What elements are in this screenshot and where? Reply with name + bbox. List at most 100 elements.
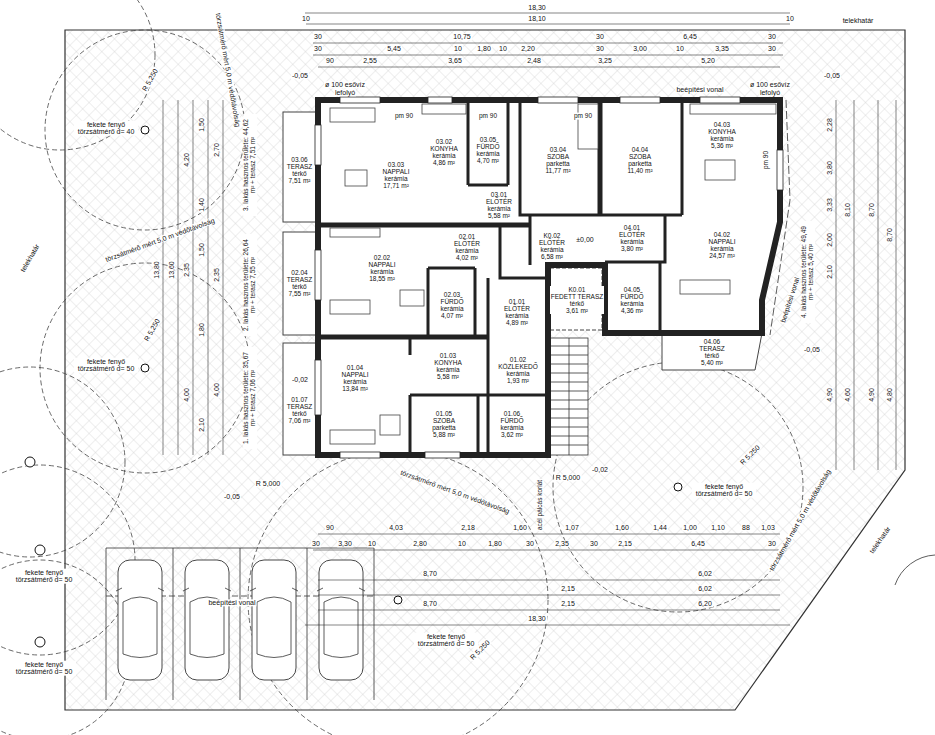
staircase — [550, 338, 588, 455]
plan-label: 10 — [367, 540, 377, 547]
plan-label: -0,05 — [223, 493, 241, 500]
room-label: 03.03NAPPALIkerámia17,71 m² — [382, 161, 411, 190]
tree-trunk — [394, 596, 402, 604]
plan-label: 10 — [453, 45, 463, 52]
room-text: NAPPALI — [342, 371, 369, 378]
plan-label: 18,30 — [527, 615, 547, 622]
plan-label: 5,45 — [386, 45, 402, 52]
plan-label: ±0,00 — [575, 236, 594, 243]
tree-trunk — [25, 457, 35, 467]
furniture — [330, 108, 375, 122]
room-text: 01.02 — [498, 356, 538, 363]
room-text: KÖZLEKEDŐ — [498, 363, 538, 370]
room-text: FÜRDŐ — [500, 417, 523, 424]
plan-label: 8,70 — [886, 227, 893, 243]
room-text: 17,71 m² — [383, 182, 410, 189]
room-text: 03.05 — [476, 136, 499, 143]
room-text: kerámia — [620, 300, 643, 307]
plan-label: 2,70 — [213, 142, 220, 158]
room-text: SZOBA — [545, 153, 570, 160]
window-symbol — [340, 452, 380, 458]
plan-label: pm 90 — [478, 113, 498, 120]
plan-label: 2,35 — [213, 267, 220, 283]
room-label: 04.06TERASZtérkő5,40 m² — [698, 338, 726, 367]
plan-label: 1,50 — [198, 117, 205, 133]
plan-label: beépítési vonal — [675, 86, 724, 93]
room-label: 01.06FÜRDŐkerámia3,62 m² — [499, 410, 524, 439]
plan-label: 2,10 — [198, 417, 205, 433]
tree-protection-circle — [0, 0, 155, 150]
terrace-outline — [283, 232, 318, 335]
plan-label: 8,70 — [422, 570, 438, 577]
plan-label: 10 — [498, 45, 508, 52]
room-text: 01.06 — [500, 410, 523, 417]
plan-label: fekete fenyő törzsátmérő d= 50 — [74, 358, 138, 373]
room-label: 03.06TERASZtérkő7,51 m² — [286, 156, 314, 185]
room-text: K0.01 — [551, 286, 604, 293]
room-text: 04.04 — [627, 146, 652, 153]
room-text: 03.03 — [383, 161, 410, 168]
room-text: 18,55 m² — [369, 275, 396, 282]
plan-label: 2,15 — [560, 600, 576, 607]
plan-label: 1,00 — [682, 524, 698, 531]
plan-label: 3,30 — [337, 540, 353, 547]
room-text: NAPPALI — [369, 261, 396, 268]
room-text: 02.01 — [454, 233, 480, 240]
tree-protection-circle — [248, 450, 548, 735]
plan-label: pm 90 — [573, 113, 593, 120]
plan-label: 4,60 — [844, 387, 851, 403]
room-label: 01.03KONYHAkerámia5,58 m² — [433, 352, 462, 381]
room-text: 02.02 — [369, 254, 396, 261]
plan-label: 2,28 — [826, 117, 833, 133]
plan-label: 30 — [311, 540, 321, 547]
room-text: 4,86 m² — [430, 159, 457, 166]
plan-label: 1,03 — [760, 524, 776, 531]
plan-label: 1,50 — [198, 242, 205, 258]
plan-label: telekhatár — [868, 524, 893, 555]
plan-label: -0,05 — [291, 72, 309, 79]
dimension-line — [163, 100, 223, 455]
plan-label: 4,20 — [183, 152, 190, 168]
room-text: kerámia — [486, 205, 512, 212]
tree-protection-circle — [45, 30, 245, 230]
furniture — [690, 104, 776, 114]
room-text: 03.06 — [287, 156, 313, 163]
plan-label: 4,00 — [213, 382, 220, 398]
room-text: ELŐTÉR — [539, 239, 565, 246]
room-text: térkő — [287, 410, 313, 417]
plan-label: fekete fenyő törzsátmérő d= 50 — [12, 569, 76, 584]
tree-protection-circle — [40, 263, 250, 473]
parking-stalls — [106, 548, 374, 700]
plan-label: 10 — [675, 45, 685, 52]
interior-wall — [318, 100, 682, 455]
plan-label: 3,80 — [826, 160, 833, 176]
parking-stalls — [106, 548, 374, 700]
room-text: parketta — [627, 160, 652, 167]
dimension-line — [305, 534, 790, 625]
room-text: kerámia — [504, 312, 530, 319]
room-text: kerámia — [708, 135, 735, 142]
plan-label: 88 — [741, 524, 751, 531]
room-label: 04.04SZOBAparketta11,40 m² — [626, 146, 653, 175]
room-label: 03.01ELŐTÉRkerámia5,58 m² — [485, 191, 513, 220]
room-label: 01.01ELŐTÉRkerámia4,89 m² — [503, 298, 531, 327]
furniture — [705, 160, 735, 180]
plan-label: 2,10 — [826, 264, 833, 280]
plan-label: fekete fenyő törzsátmérő d= 50 — [414, 633, 478, 648]
plan-label: 10 — [457, 540, 467, 547]
plan-label: 4,80 — [886, 387, 893, 403]
furniture — [680, 280, 730, 294]
plan-label: 2,15 — [560, 585, 576, 592]
room-text: ELŐTÉR — [454, 240, 480, 247]
plan-label: 18,30 — [527, 4, 547, 11]
room-text: térkő — [699, 352, 725, 359]
room-text: FÜRDŐ — [440, 298, 463, 305]
plan-label: -0,05 — [803, 346, 821, 353]
plan-label: -0,02 — [591, 466, 609, 473]
plan-label: 18,10 — [527, 15, 547, 22]
room-text: ELŐTÉR — [619, 231, 645, 238]
plan-label: 1,44 — [652, 524, 668, 531]
room-text: kerámia — [498, 370, 538, 377]
plan-label: pm 90 — [763, 150, 770, 170]
